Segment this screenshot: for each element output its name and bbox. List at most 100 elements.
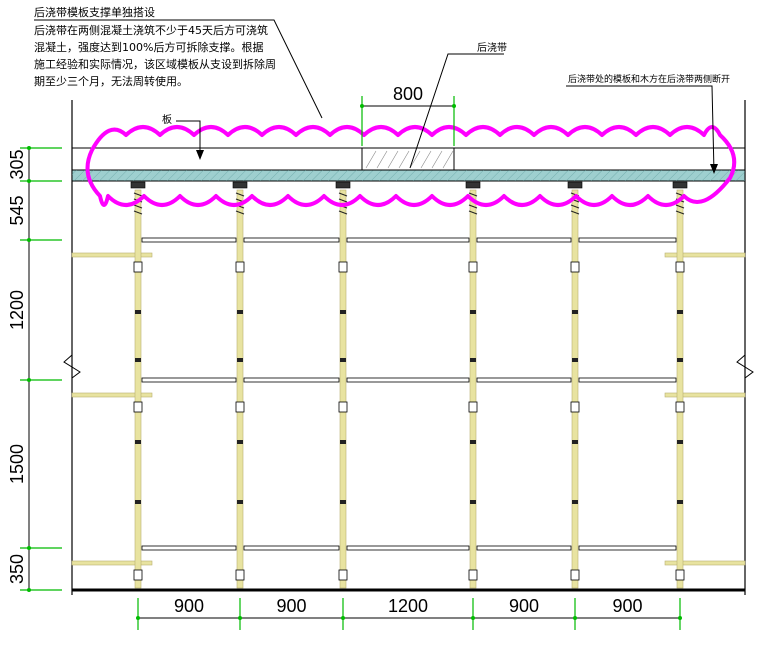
strip-dim-label: 800 xyxy=(393,84,423,104)
revision-cloud xyxy=(85,125,737,207)
support-pole xyxy=(134,189,142,589)
horizontal-dim-tick xyxy=(471,616,475,620)
note-line-3: 施工经验和实际情况，该区域模板从支设到拆除周 xyxy=(34,58,276,71)
u-head-jack xyxy=(232,181,248,189)
left-stub-bar xyxy=(71,392,153,398)
jack-thread-mark xyxy=(675,204,685,209)
u-head-jack xyxy=(130,181,146,189)
ledger-bar xyxy=(243,545,340,551)
jack-thread-mark xyxy=(338,210,348,215)
right-stub-bar xyxy=(664,560,746,566)
strip-dim-tick xyxy=(360,104,364,108)
leaders-group xyxy=(34,19,718,174)
ledger-bar xyxy=(243,237,340,243)
support-pole xyxy=(676,189,684,589)
coupler-mark xyxy=(572,310,578,314)
clamp-block xyxy=(570,569,580,581)
coupler-mark xyxy=(677,500,683,504)
coupler-mark xyxy=(135,358,141,362)
ledger-bar xyxy=(578,545,677,551)
u-head-jack xyxy=(672,181,688,189)
formwork-note-leader xyxy=(566,85,715,173)
label-formwork-note: 后浇带处的模板和木方在后浇带两侧断开 xyxy=(568,75,731,85)
vertical-dim-tick xyxy=(27,179,31,183)
slab-leader-arrow xyxy=(196,150,204,160)
vertical-dim-tick xyxy=(27,146,31,150)
clamp-block xyxy=(338,261,348,273)
coupler-mark xyxy=(572,358,578,362)
vertical-dim-label: 1500 xyxy=(7,444,27,484)
label-post-pour-strip: 后浇带 xyxy=(477,43,507,54)
revision-cloud-group xyxy=(85,125,737,207)
strip-hatch-line xyxy=(420,150,432,169)
horizontal-dim-label: 900 xyxy=(174,596,204,616)
clamp-block xyxy=(235,261,245,273)
clamp-block xyxy=(675,261,685,273)
clamp-block xyxy=(675,569,685,581)
jack-thread-mark xyxy=(338,192,348,197)
coupler-mark xyxy=(237,358,243,362)
horizontal-dim-tick xyxy=(136,616,140,620)
strip-dim-tick xyxy=(452,104,456,108)
support-pole xyxy=(571,189,579,589)
vertical-dim-label: 305 xyxy=(7,149,27,179)
u-head-jack xyxy=(335,181,351,189)
structure-group xyxy=(63,100,754,595)
jack-thread-mark xyxy=(675,210,685,215)
ledger-bar xyxy=(141,237,237,243)
note-line-2: 混凝土，强度达到100%后方可拆除支撑。根据 xyxy=(34,41,264,54)
horizontal-dim-label: 900 xyxy=(612,596,642,616)
left-stub-bar xyxy=(71,560,153,566)
ledger-bar xyxy=(243,377,340,383)
right-break-mark xyxy=(736,354,754,379)
horizontal-dim-tick xyxy=(341,616,345,620)
u-head-jack xyxy=(465,181,481,189)
horizontal-dim-tick xyxy=(678,616,682,620)
coupler-mark xyxy=(677,440,683,444)
horizontal-dim-tick xyxy=(573,616,577,620)
ledger-bar xyxy=(346,545,470,551)
ledger-bar xyxy=(578,377,677,383)
jack-thread-mark xyxy=(235,210,245,215)
clamp-block xyxy=(235,569,245,581)
post-pour-strip xyxy=(361,147,455,171)
coupler-mark xyxy=(677,310,683,314)
horizontal-dim-label: 900 xyxy=(509,596,539,616)
clamp-block xyxy=(133,569,143,581)
clamp-block xyxy=(235,401,245,413)
clamp-block xyxy=(133,401,143,413)
strip-hatch-line xyxy=(442,150,454,169)
coupler-mark xyxy=(340,310,346,314)
vertical-dim-tick xyxy=(27,546,31,550)
vertical-dim-tick xyxy=(27,588,31,592)
vertical-dim-label: 350 xyxy=(7,554,27,584)
clamp-block xyxy=(338,569,348,581)
ledger-bar xyxy=(476,377,572,383)
vertical-dim-tick xyxy=(27,238,31,242)
jack-thread-mark xyxy=(468,210,478,215)
jack-thread-mark xyxy=(338,198,348,203)
clamp-block xyxy=(468,569,478,581)
right-stub-bar xyxy=(664,252,746,258)
ledger-bar xyxy=(578,237,677,243)
ledger-bar xyxy=(476,237,572,243)
ledger-bar xyxy=(346,377,470,383)
coupler-mark xyxy=(572,500,578,504)
note-title: 后浇带模板支撑单独搭设 xyxy=(34,6,155,19)
formwork-leader-arrow xyxy=(710,164,718,174)
left-stub-bar xyxy=(71,252,153,258)
title-leader xyxy=(34,19,323,119)
jack-thread-mark xyxy=(133,204,143,209)
jack-thread-mark xyxy=(570,204,580,209)
coupler-mark xyxy=(340,500,346,504)
support-pole xyxy=(469,189,477,589)
coupler-mark xyxy=(340,358,346,362)
support-pole xyxy=(236,189,244,589)
jack-thread-mark xyxy=(235,192,245,197)
coupler-mark xyxy=(572,440,578,444)
vertical-dim-tick xyxy=(27,378,31,382)
u-head-jack xyxy=(567,181,583,189)
